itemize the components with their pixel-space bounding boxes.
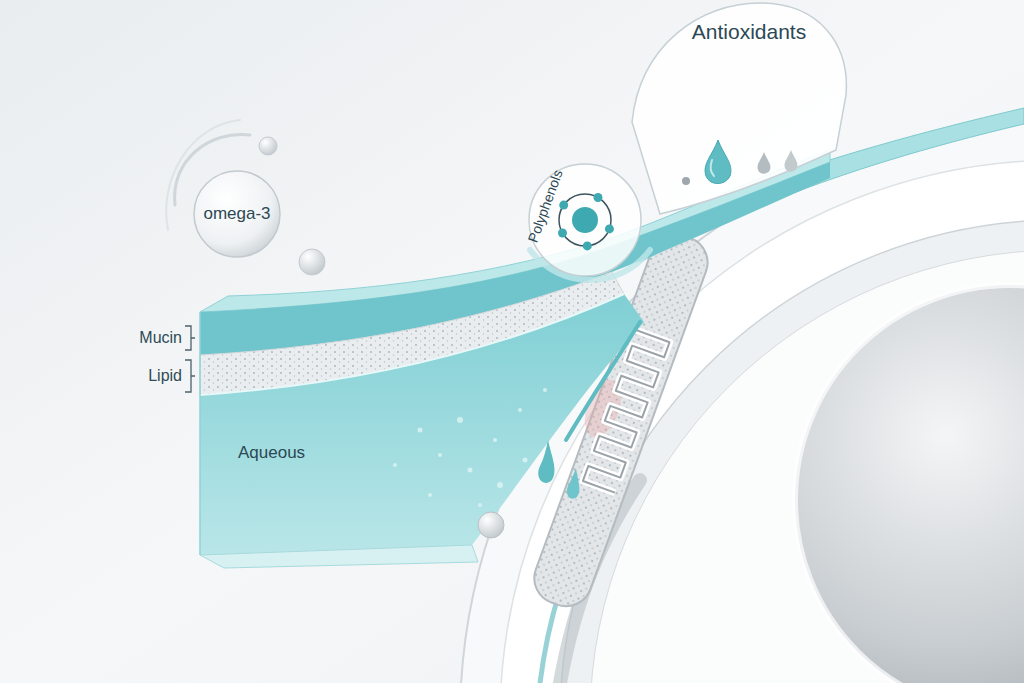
aqueous-layer: Aqueous: [238, 428, 388, 478]
molecule-core: [572, 207, 598, 233]
node-text: Aqueous: [238, 443, 305, 463]
molecule-atom: [558, 229, 567, 238]
molecule-atom: [605, 224, 614, 233]
omega3-sphere: omega-3: [192, 169, 282, 259]
polyphenols-bubble: Polyphenols: [515, 150, 655, 290]
layer-label: Lipid: [148, 367, 182, 385]
node-text: Antioxidants: [692, 20, 806, 44]
node-text: omega-3: [203, 204, 270, 224]
layer-label: Mucin: [139, 329, 182, 347]
molecule-atom: [583, 241, 592, 250]
molecule-atom: [559, 201, 568, 210]
sphere-outline: [194, 171, 280, 257]
molecule-orbit: [559, 194, 611, 246]
antioxidants-bubble: Antioxidants: [664, 10, 834, 54]
molecule-atom: [594, 193, 603, 202]
